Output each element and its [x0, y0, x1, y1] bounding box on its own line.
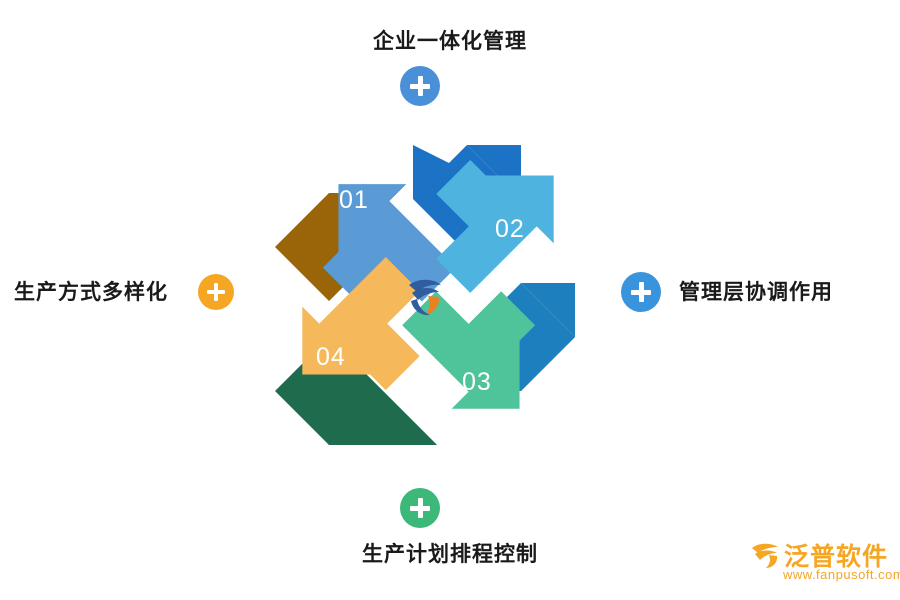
plus-left-icon — [198, 274, 234, 310]
label-bottom: 生产计划排程控制 — [362, 543, 538, 566]
arrow-step-01 — [322, 184, 456, 302]
fanpu-brand-icon — [750, 539, 782, 569]
watermark: 泛普软件 www.fanpusoft.com — [750, 537, 900, 592]
arrow-step-03 — [402, 291, 536, 409]
label-top: 企业一体化管理 — [373, 30, 527, 53]
plus-top-icon — [400, 66, 440, 106]
step-number-02: 02 — [495, 215, 525, 243]
arrow-step-02 — [436, 159, 554, 293]
label-left: 生产方式多样化 — [14, 281, 168, 304]
step-number-04: 04 — [316, 343, 346, 371]
label-right: 管理层协调作用 — [679, 281, 833, 304]
step-number-03: 03 — [462, 368, 492, 396]
cycle-arrow-diagram: 01 02 03 04 — [255, 125, 595, 465]
arrow-step-04 — [302, 257, 420, 391]
watermark-url: www.fanpusoft.com — [783, 567, 900, 582]
plus-right-icon — [621, 272, 661, 312]
step-number-01: 01 — [339, 186, 369, 214]
watermark-brand: 泛普软件 — [784, 543, 889, 571]
plus-bottom-icon — [400, 488, 440, 528]
fanpu-logo-icon — [399, 271, 451, 323]
